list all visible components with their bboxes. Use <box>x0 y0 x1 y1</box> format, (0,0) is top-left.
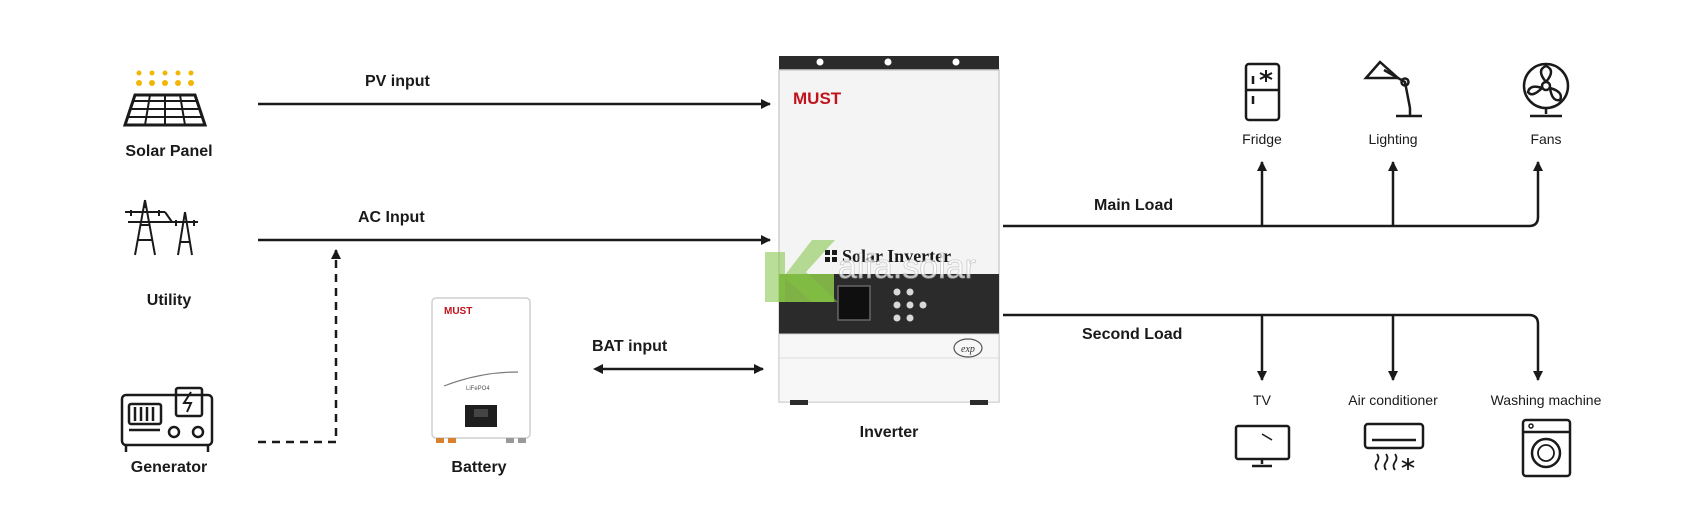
utility-label: Utility <box>146 292 192 309</box>
fans-label: Fans <box>1530 131 1562 147</box>
pv-input-label: PV input <box>365 73 430 90</box>
main-load-line <box>1003 161 1543 228</box>
bat-input-label: BAT input <box>592 338 668 355</box>
watermark-text: alfa.solar <box>838 248 976 286</box>
second-load-line <box>1003 313 1543 381</box>
fridge-icon <box>1244 62 1281 122</box>
generator-label: Generator <box>130 459 208 476</box>
generator-icon <box>120 386 214 452</box>
power-tower-icon <box>125 199 198 256</box>
tv-label: TV <box>1253 392 1271 408</box>
tv-icon <box>1234 424 1291 468</box>
solar-panel-label: Solar Panel <box>125 143 213 160</box>
air-conditioner-icon <box>1363 422 1425 471</box>
battery-device: MUST LiFePO4 <box>431 297 531 443</box>
battery-chemistry: LiFePO4 <box>466 386 490 392</box>
fridge-label: Fridge <box>1242 131 1282 147</box>
lighting-label: Lighting <box>1368 131 1418 147</box>
battery-label: Battery <box>451 459 507 476</box>
battery-brand: MUST <box>444 306 472 317</box>
washing-machine-label: Washing machine <box>1490 392 1602 408</box>
desk-lamp-icon <box>1363 60 1422 118</box>
inverter-badge: exp <box>961 344 975 355</box>
watermark-logo <box>765 240 838 302</box>
solar-panel-icon <box>122 70 208 127</box>
inverter-logo-icon <box>825 250 837 262</box>
inverter-device: MUST exp Solar Inverter <box>778 56 1000 405</box>
fan-icon <box>1522 62 1570 118</box>
inverter-brand: MUST <box>793 89 842 108</box>
main-load-label: Main Load <box>1094 197 1174 214</box>
inverter-product-title: Solar Inverter <box>842 246 951 266</box>
washing-machine-icon <box>1521 418 1572 478</box>
second-load-label: Second Load <box>1082 326 1183 343</box>
inverter-label: Inverter <box>859 424 919 441</box>
ac-input-label: AC Input <box>358 209 425 226</box>
generator-dashed-arrow <box>258 249 341 444</box>
inverter-lcd <box>837 285 871 321</box>
air-conditioner-label: Air conditioner <box>1348 392 1438 408</box>
